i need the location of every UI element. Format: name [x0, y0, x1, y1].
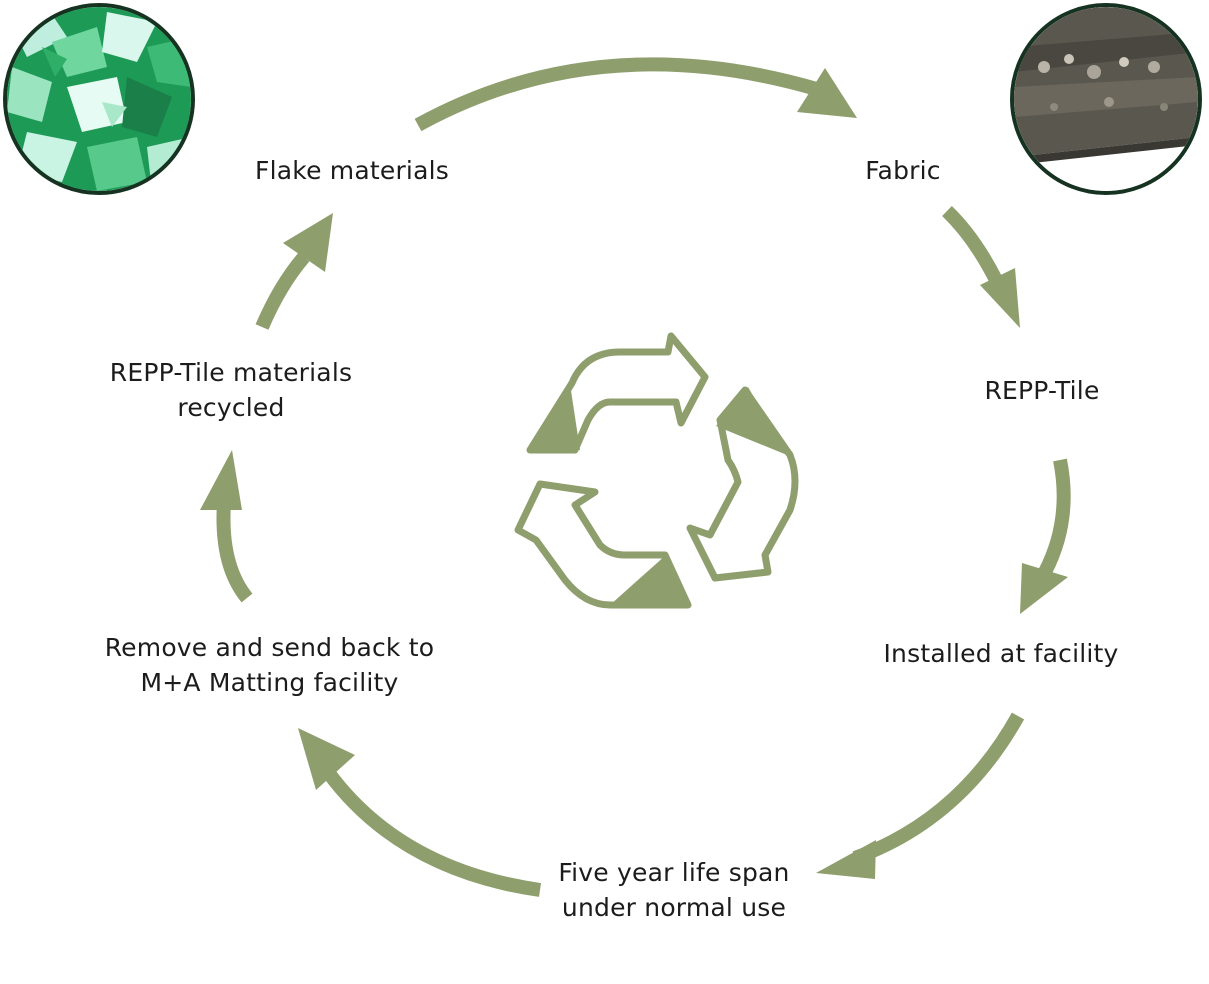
fabric-photo: [1010, 3, 1202, 195]
arrowhead-installed-to-lifespan: [816, 840, 876, 879]
plastic-flakes-photo: [3, 3, 195, 195]
arrow-fabric-to-tile: [942, 205, 1004, 286]
arrow-installed-to-lifespan: [852, 712, 1025, 865]
stage-label-remove: Remove and send back to M+A Matting faci…: [92, 630, 447, 700]
stage-label-fabric: Fabric: [843, 153, 963, 188]
recycle-icon: [514, 332, 799, 609]
stage-label-recycled-line-2: recycled: [177, 393, 285, 422]
arrowhead-remove-to-recycled: [200, 450, 242, 510]
stage-label-installed: Installed at facility: [875, 636, 1127, 671]
arrow-flake-to-fabric: [414, 57, 822, 132]
stage-label-tile: REPP-Tile: [967, 373, 1117, 408]
arrowhead-recycled-to-flake: [283, 213, 333, 272]
stage-label-lifespan: Five year life span under normal use: [540, 855, 808, 925]
stage-label-lifespan-line-2: under normal use: [561, 893, 787, 922]
arrowhead-tile-to-installed: [1020, 563, 1068, 614]
stage-label-lifespan-line-1: Five year life span: [558, 858, 790, 887]
stage-label-flake: Flake materials: [232, 153, 472, 188]
arrow-tile-to-installed: [1038, 458, 1071, 576]
stage-label-fabric-line: Fabric: [865, 156, 941, 185]
stage-label-flake-line: Flake materials: [255, 156, 449, 185]
arrow-recycled-to-flake: [255, 252, 310, 330]
arrowhead-lifespan-to-remove: [298, 728, 355, 790]
stage-label-tile-line: REPP-Tile: [984, 376, 1100, 405]
arrow-remove-to-recycled: [216, 502, 253, 603]
stage-label-remove-line-2: M+A Matting facility: [140, 668, 399, 697]
arrow-lifespan-to-remove: [322, 767, 541, 897]
stage-label-remove-line-1: Remove and send back to: [104, 633, 435, 662]
arrowhead-flake-to-fabric: [797, 68, 857, 118]
stage-label-recycled: REPP-Tile materials recycled: [86, 355, 376, 425]
arrowhead-fabric-to-tile: [980, 268, 1020, 328]
stage-label-installed-line: Installed at facility: [883, 639, 1119, 668]
stage-label-recycled-line-1: REPP-Tile materials: [109, 358, 353, 387]
